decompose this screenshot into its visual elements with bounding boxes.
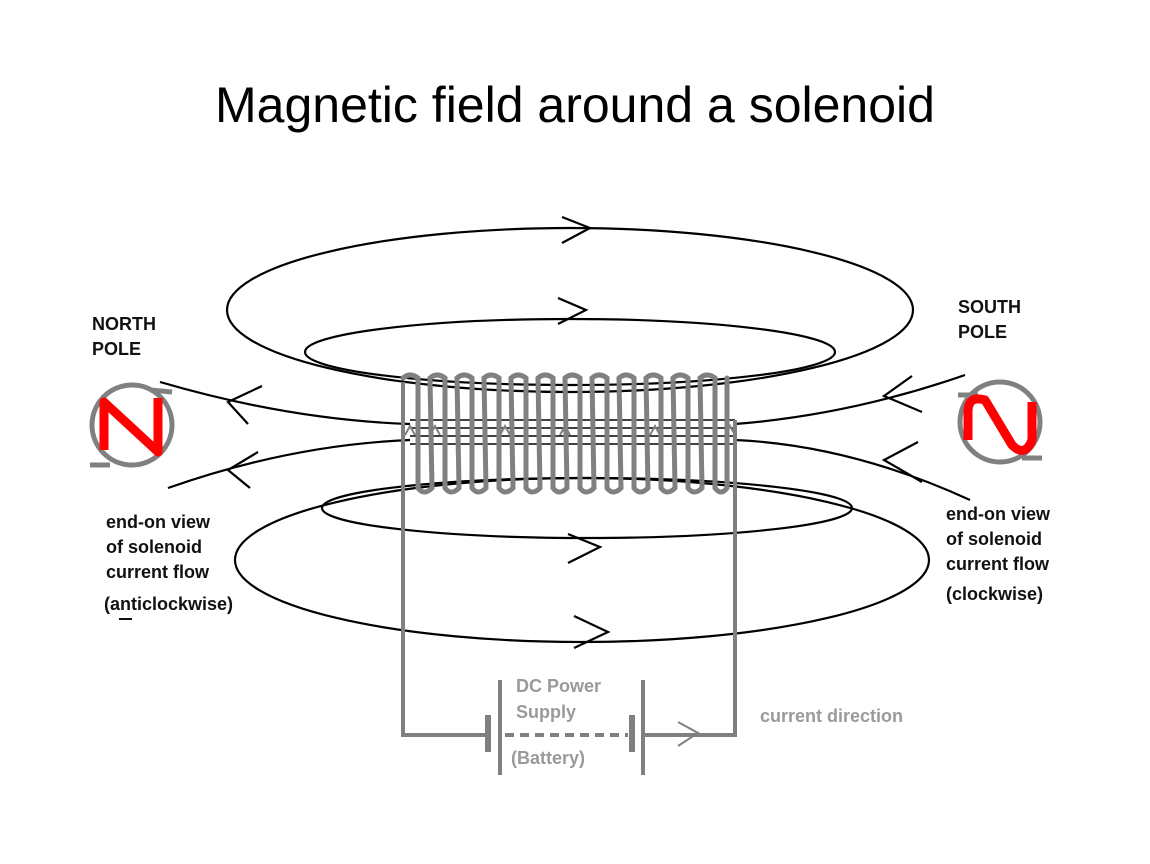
left-desc-line4: (anticlockwise)	[104, 594, 233, 614]
field-line-right-lower	[734, 438, 971, 502]
field-arrows	[226, 215, 923, 649]
coil-winding	[400, 372, 730, 495]
north-letter-n	[99, 397, 163, 457]
coil	[400, 372, 730, 495]
right-desc-line1: end-on view	[946, 504, 1051, 524]
right-desc-line4: (clockwise)	[946, 584, 1043, 604]
arrow-right-upper	[881, 375, 923, 414]
field-loop-bottom-outer	[233, 476, 931, 644]
circuit	[401, 382, 737, 775]
field-loop-top-outer	[225, 226, 915, 394]
south-coil-ring	[957, 379, 1043, 465]
field-line-left-lower	[167, 438, 411, 490]
arrow-top-inner	[557, 296, 589, 325]
current-direction-label: current direction	[760, 706, 903, 726]
south-pole-symbol	[957, 379, 1043, 465]
north-pole-symbol	[89, 382, 175, 468]
north-ring-tail	[90, 387, 173, 468]
current-arrows-in-coil	[404, 423, 736, 436]
field-line-left-upper	[159, 380, 411, 426]
south-letter-s	[963, 394, 1037, 455]
slide-title: Magnetic field around a solenoid	[215, 77, 935, 133]
wire-right	[642, 420, 737, 737]
arrow-left-upper	[226, 385, 263, 425]
north-pole-label-line2: POLE	[92, 339, 141, 359]
arrow-right-lower	[881, 441, 923, 483]
left-desc-line1: end-on view	[106, 512, 211, 532]
power-supply-label-line2: Supply	[516, 702, 576, 722]
left-desc-line3: current flow	[106, 562, 210, 582]
wire-left	[401, 382, 486, 737]
south-pole-label-line1: SOUTH	[958, 297, 1021, 317]
power-supply-label-line1: DC Power	[516, 676, 601, 696]
field-line-right-upper	[734, 373, 966, 426]
right-desc-line2: of solenoid	[946, 529, 1042, 549]
battery-label: (Battery)	[511, 748, 585, 768]
arrow-top-outer	[561, 215, 593, 244]
north-pole-label-line1: NORTH	[92, 314, 156, 334]
arrow-left-lower	[226, 451, 259, 489]
arrow-bottom-inner	[567, 532, 603, 564]
south-pole-label-line2: POLE	[958, 322, 1007, 342]
left-desc-line2: of solenoid	[106, 537, 202, 557]
arrow-bottom-outer	[573, 615, 611, 649]
north-coil-ring	[89, 382, 175, 468]
right-desc-line3: current flow	[946, 554, 1050, 574]
current-arrow	[677, 721, 700, 747]
